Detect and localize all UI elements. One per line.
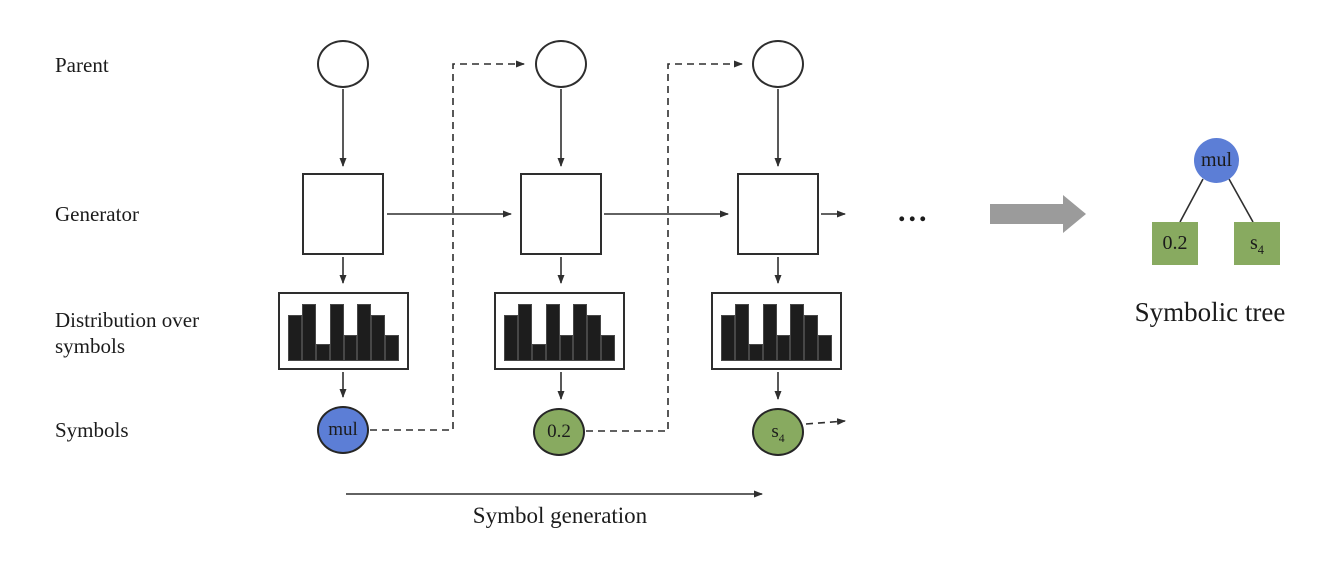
generator-box-3: [737, 173, 819, 255]
distribution-histogram-1: [288, 304, 399, 361]
tree-left-child-node: 0.2: [1152, 222, 1198, 265]
symbol-node-mul-label: mul: [328, 419, 358, 440]
distribution-box-2: [494, 292, 625, 370]
row-label-symbols: Symbols: [55, 418, 129, 442]
symbol-node-0-2: 0.2: [533, 408, 585, 456]
tree-root-label: mul: [1200, 149, 1233, 171]
row-label-generator: Generator: [55, 202, 139, 226]
tree-right-child-label: s4: [1250, 232, 1264, 257]
symbol-node-s4: s4: [752, 408, 804, 456]
symbol-node-mul: mul: [317, 406, 369, 454]
continuation-ellipsis: ...: [898, 195, 930, 228]
tree-edge-right: [1228, 178, 1254, 223]
tree-right-child-node: s4: [1234, 222, 1280, 265]
parent-node-circle-3: [752, 40, 804, 88]
parent-node-circle-2: [535, 40, 587, 88]
tree-root-node: mul: [1194, 138, 1239, 183]
distribution-box-3: [711, 292, 842, 370]
symbol-node-s4-label: s4: [771, 421, 785, 445]
big-right-arrow-icon: [990, 195, 1086, 233]
dashed-arrow-symbol2-to-parent3: [586, 60, 743, 432]
row-label-parent: Parent: [55, 53, 109, 77]
tree-edge-left: [1179, 178, 1204, 223]
generator-box-1: [302, 173, 384, 255]
symbol-node-0-2-label: 0.2: [547, 421, 571, 442]
caption-symbol-generation: Symbol generation: [472, 503, 648, 528]
dashed-arrow-symbol1-to-parent2: [370, 60, 525, 431]
row-label-distribution: Distribution over symbols: [55, 308, 200, 358]
dashed-arrow-symbol3-out: [805, 418, 846, 426]
distribution-box-1: [278, 292, 409, 370]
tree-left-child-label: 0.2: [1162, 232, 1188, 254]
distribution-histogram-3: [721, 304, 832, 361]
caption-symbolic-tree: Symbolic tree: [1134, 297, 1286, 327]
generator-box-2: [520, 173, 602, 255]
distribution-histogram-2: [504, 304, 615, 361]
parent-node-circle-1: [317, 40, 369, 88]
